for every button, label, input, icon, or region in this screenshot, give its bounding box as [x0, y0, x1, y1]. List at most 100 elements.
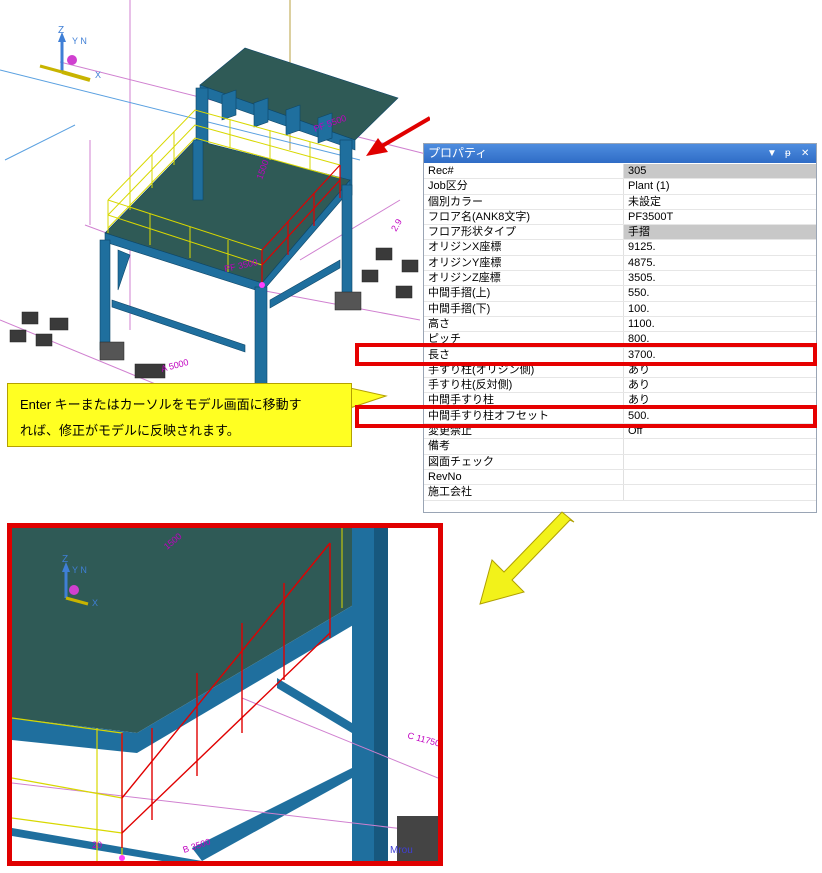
property-key: 高さ [424, 316, 624, 332]
property-key: Rec# [424, 164, 624, 179]
dropdown-icon[interactable]: ▼ [767, 148, 777, 159]
property-value[interactable]: 500. [628, 409, 650, 422]
property-key: フロア名(ANK8文字) [424, 209, 624, 225]
yellow-down-arrow [479, 511, 575, 605]
property-value[interactable] [624, 455, 816, 469]
property-value[interactable]: PF3500T [628, 210, 674, 223]
zoom-detail-view[interactable]: Z Y N X 1500 C 11750 B 3500 20 Mrou [12, 528, 438, 861]
axis-yn-label: Y N [72, 36, 87, 46]
property-key: 手すり柱(反対側) [424, 378, 624, 393]
property-row[interactable]: 図面チェック [424, 454, 816, 470]
property-row[interactable]: Rec#305 [424, 164, 816, 180]
handrail-red[interactable] [261, 164, 341, 283]
callout-line2: れば、修正がモデルに反映されます。 [20, 423, 240, 438]
dim-a-label: A 5000 [160, 357, 190, 374]
property-row[interactable]: オリジンZ座標 3505. [424, 271, 816, 287]
property-key: RevNo [424, 469, 624, 485]
axis-triad-icon: Z Y N X [39, 25, 101, 82]
property-row[interactable]: フロア名(ANK8文字) PF3500T [424, 209, 816, 226]
property-value[interactable] [624, 485, 816, 499]
zoom-axis-x: X [92, 598, 98, 608]
property-key: 施工会社 [424, 485, 624, 500]
zoom-tag: Mrou [390, 845, 413, 856]
axis-z-label: Z [58, 25, 64, 36]
zoom-dim-right: C 11750 [406, 730, 438, 748]
property-key: Job区分 [424, 179, 624, 194]
property-key: 変更禁止 [424, 424, 624, 439]
property-key: 中間手摺(下) [424, 301, 624, 316]
property-value[interactable]: 4875. [628, 256, 656, 269]
property-key: 長さ [424, 347, 624, 362]
property-value[interactable]: 1100. [628, 317, 655, 330]
property-value[interactable] [624, 470, 816, 484]
property-value[interactable]: あり [628, 363, 650, 376]
property-value[interactable]: 手摺 [624, 225, 816, 240]
property-key: オリジンZ座標 [424, 271, 624, 286]
property-key: 個別カラー [424, 194, 624, 209]
property-value[interactable]: 550. [628, 287, 650, 300]
property-key: 中間手すり柱 [424, 393, 624, 408]
zoom-deck [12, 528, 382, 733]
handrail-yellow[interactable] [107, 109, 341, 272]
property-row[interactable]: 施工会社 [424, 485, 816, 501]
steel-frame[interactable] [99, 47, 399, 388]
property-row[interactable]: ピッチ 800. [424, 332, 816, 348]
property-value[interactable] [624, 439, 816, 453]
dim-side-label: 2.9 [389, 217, 404, 233]
property-key: 手すり柱(オリジン側) [424, 362, 624, 378]
property-value[interactable]: 3505. [628, 272, 656, 285]
property-value[interactable]: Off [628, 425, 643, 438]
zoom-axis-z: Z [62, 554, 68, 565]
property-value[interactable]: 800. [628, 333, 650, 346]
property-key: 中間手摺(上) [424, 286, 624, 301]
zoom-axis-triad-icon: Z Y N X [62, 554, 98, 608]
red-pointer-arrow [366, 116, 430, 156]
property-row[interactable]: 備考 [424, 439, 816, 455]
property-row[interactable]: 手すり柱(オリジン側) あり [424, 362, 816, 379]
zoom-foundation [397, 816, 438, 861]
property-row[interactable]: オリジンX座標 9125. [424, 240, 816, 256]
property-row[interactable]: 高さ 1100. [424, 316, 816, 333]
property-value[interactable]: Plant (1) [628, 180, 670, 193]
property-row[interactable]: オリジンY座標 4875. [424, 255, 816, 272]
property-row[interactable]: Job区分 Plant (1) [424, 179, 816, 195]
callout-note: Enter キーまたはカーソルをモデル画面に移動す れば、修正がモデルに反映され… [7, 383, 352, 447]
property-value[interactable]: あり [628, 394, 650, 407]
zoom-axis-yn: Y N [72, 565, 87, 575]
properties-title: プロパティ [428, 146, 488, 160]
callout-line1: Enter キーまたはカーソルをモデル画面に移動す [20, 397, 302, 412]
property-key: ピッチ [424, 332, 624, 347]
property-row[interactable]: 中間手摺(上) 550. [424, 286, 816, 302]
model-viewport[interactable]: Z Y N X [0, 0, 430, 520]
foundation-blocks [9, 247, 419, 379]
property-key: 図面チェック [424, 454, 624, 469]
property-row[interactable]: 中間手摺(下) 100. [424, 301, 816, 317]
zoom-detail-frame: Z Y N X 1500 C 11750 B 3500 20 Mrou [7, 523, 443, 866]
zoom-handrail-red [121, 542, 331, 848]
property-value[interactable]: あり [628, 379, 650, 392]
property-key: オリジンX座標 [424, 240, 624, 255]
property-row[interactable]: フロア形状タイプ手摺 [424, 225, 816, 241]
properties-title-bar: プロパティ ▼ ᵽ ✕ [424, 144, 816, 163]
property-row[interactable]: 中間手すり柱オフセット 500. [424, 408, 816, 425]
property-row[interactable]: 変更禁止 Off [424, 424, 816, 440]
property-value[interactable]: 9125. [628, 241, 656, 254]
property-row[interactable]: 個別カラー未設定 [424, 194, 816, 210]
property-key: 中間手すり柱オフセット [424, 408, 624, 424]
property-value[interactable]: 100. [628, 302, 650, 315]
property-value[interactable]: 未設定 [628, 195, 661, 208]
property-row[interactable]: RevNo [424, 469, 816, 486]
property-row[interactable]: 手すり柱(反対側) あり [424, 378, 816, 394]
highlight-offset-row [355, 405, 817, 428]
property-value[interactable]: 3700. [628, 348, 656, 361]
close-icon[interactable]: ✕ [801, 148, 810, 159]
property-key: 備考 [424, 439, 624, 454]
property-value[interactable]: 305 [624, 164, 816, 179]
property-key: オリジンY座標 [424, 255, 624, 271]
highlight-length-row [355, 343, 817, 366]
pin-icon[interactable]: ᵽ [785, 148, 791, 159]
zoom-dim-corner: 20 [92, 840, 102, 850]
property-key: フロア形状タイプ [424, 225, 624, 240]
